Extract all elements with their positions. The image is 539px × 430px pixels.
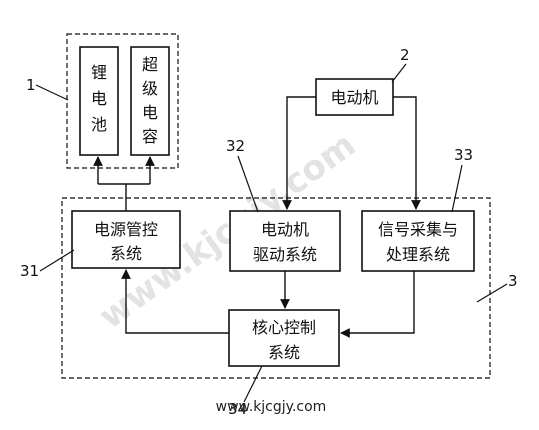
signal-acquisition-box: 信号采集与 处理系统 — [361, 210, 475, 272]
motor-label: 电动机 — [330, 88, 378, 107]
lithium-battery-label-3: 池 — [91, 115, 107, 134]
ref-leader-1 — [35, 84, 69, 101]
lithium-battery-label-2: 电 — [91, 89, 107, 108]
lithium-battery-box: 锂 电 池 — [79, 46, 119, 156]
ref-leader-33 — [451, 164, 463, 213]
motor-driver-label-1: 电动机 — [261, 220, 309, 239]
supercapacitor-label-3: 电 — [142, 103, 158, 122]
ref-label-34: 34 — [228, 400, 247, 418]
supercapacitor-label-4: 容 — [142, 127, 158, 146]
motor-driver-box: 电动机 驱动系统 — [229, 210, 341, 272]
power-management-label-1: 电源管控 — [94, 220, 158, 239]
ref-leader-32 — [237, 155, 259, 213]
lithium-battery-label-1: 锂 — [91, 63, 107, 82]
ref-label-2: 2 — [400, 46, 410, 64]
ref-label-33: 33 — [454, 146, 473, 164]
motor-box: 电动机 — [315, 78, 394, 116]
signal-acquisition-label-2: 处理系统 — [386, 245, 450, 264]
ref-label-32: 32 — [226, 137, 245, 155]
power-management-box: 电源管控 系统 — [71, 210, 181, 269]
energy-storage-group — [66, 33, 179, 169]
power-management-label-2: 系统 — [110, 244, 142, 263]
edge-motor-to-driver — [282, 96, 316, 210]
ref-leader-2 — [391, 63, 407, 83]
ref-leader-34 — [243, 365, 263, 403]
edge-core-to-power — [121, 269, 229, 334]
core-control-label-2: 系统 — [268, 343, 300, 362]
signal-acquisition-label-1: 信号采集与 — [378, 220, 458, 239]
ref-label-31: 31 — [20, 262, 39, 280]
supercapacitor-label-1: 超 — [142, 55, 158, 74]
site-watermark: www.kjcgjy.com — [216, 399, 327, 415]
ref-leader-31 — [39, 249, 75, 272]
ref-leader-3 — [476, 283, 508, 303]
ref-label-1: 1 — [26, 76, 36, 94]
core-control-label-1: 核心控制 — [252, 318, 316, 337]
edge-signal-to-core — [340, 271, 415, 338]
supercapacitor-label-2: 级 — [142, 79, 158, 98]
supercapacitor-box: 超 级 电 容 — [130, 46, 170, 156]
core-control-box: 核心控制 系统 — [228, 309, 340, 367]
motor-driver-label-2: 驱动系统 — [253, 245, 317, 264]
edge-motor-to-signal — [393, 96, 421, 210]
ref-label-3: 3 — [508, 272, 518, 290]
